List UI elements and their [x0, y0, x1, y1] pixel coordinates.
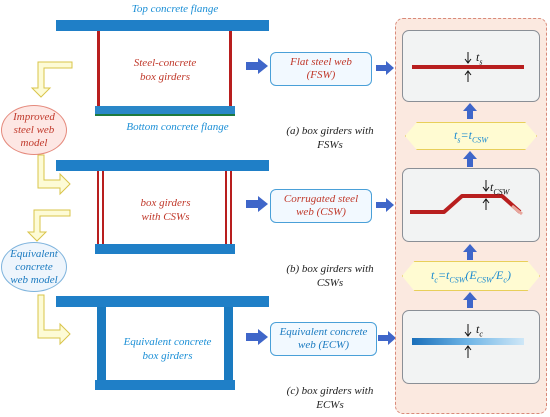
bottom-flange-label: Bottom concrete flange — [126, 121, 229, 133]
tcsw-label: tCSW — [490, 180, 510, 197]
web-a-right — [229, 31, 232, 106]
panel-arrow-c — [378, 331, 396, 345]
ts-label: ts — [476, 50, 483, 67]
flow-arrows — [26, 61, 73, 346]
panel-arrow-b — [376, 198, 394, 212]
improved-steel-web-model: Improved steel web model — [1, 105, 67, 155]
right-arrow-a — [246, 58, 268, 74]
bottom-flange-c — [95, 380, 235, 390]
right-arrow-c — [246, 329, 268, 345]
up-arrow-1 — [463, 103, 477, 119]
bottom-flange-a — [95, 106, 235, 116]
fsw-thickness-marker — [464, 52, 472, 82]
web-a-left — [97, 31, 100, 106]
fsw-plate — [412, 65, 524, 69]
web-b-right-1 — [225, 171, 227, 244]
csw-profile — [410, 180, 523, 216]
top-flange-label: Top concrete flange — [131, 3, 219, 15]
csw-section-box — [402, 168, 540, 242]
ecw-thickness-marker — [464, 324, 472, 358]
top-flange-c — [56, 296, 269, 307]
web-b-left-1 — [97, 171, 99, 244]
ecw-plate — [412, 338, 524, 345]
top-flange-a — [56, 20, 269, 31]
steel-concrete-girder-label: Steel-concrete box girders — [133, 57, 197, 83]
panel-arrow-a — [376, 61, 394, 75]
web-c-left — [97, 307, 106, 380]
up-arrow-2 — [463, 151, 477, 167]
bottom-flange-b — [95, 244, 235, 254]
web-c-right — [224, 307, 233, 380]
flat-steel-web-box: Flat steel web(FSW) — [270, 52, 372, 86]
equation-tc-tcsw-ecsw-ec: tc=tCSW(ECSW/Ec) — [402, 261, 540, 291]
equivalent-concrete-web-model: Equivalent concrete web model — [1, 242, 67, 292]
right-arrow-b — [246, 196, 268, 212]
ecw-girder-label: Equivalent concrete box girders — [123, 336, 212, 362]
up-arrow-4 — [463, 292, 477, 308]
web-b-right-2 — [230, 171, 232, 244]
csw-girder-label: box girders with CSWs — [140, 197, 191, 223]
web-b-left-2 — [102, 171, 104, 244]
up-arrow-3 — [463, 244, 477, 260]
ecw-section-box — [402, 310, 540, 384]
top-flange-b — [56, 160, 269, 171]
equation-ts-tcsw: ts=tCSW — [405, 122, 537, 150]
tc-label: tc — [476, 322, 483, 339]
